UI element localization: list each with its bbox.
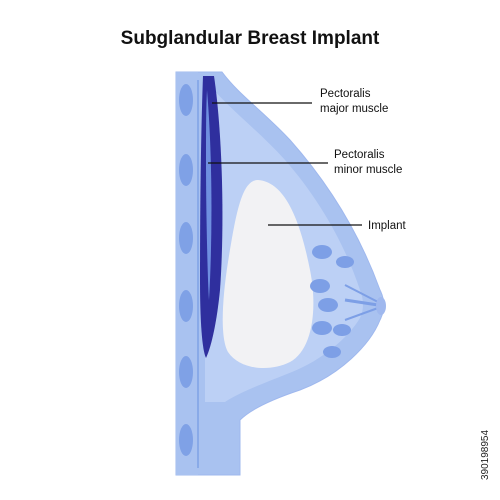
rib <box>179 84 193 116</box>
gland-duct <box>344 284 379 303</box>
gland-lobe <box>333 324 351 336</box>
mammary-glands <box>310 245 379 358</box>
implant-label: Implant <box>368 220 407 232</box>
pectoralis-minor-label-line1: Pectoralis <box>334 149 385 161</box>
pectoralis-minor-label-line2: minor muscle <box>334 164 402 176</box>
gland-lobe <box>323 346 341 358</box>
gland-lobe <box>312 321 332 335</box>
stock-id: 390198954 <box>480 429 491 480</box>
pectoralis-major-label-line1: Pectoralis <box>320 88 371 100</box>
gland-lobe <box>318 298 338 312</box>
rib <box>179 222 193 254</box>
diagram-title: Subglandular Breast Implant <box>120 28 380 49</box>
gland-duct <box>344 298 379 307</box>
nipple <box>376 297 386 315</box>
rib <box>179 424 193 456</box>
rib <box>179 356 193 388</box>
chest-wall <box>176 72 198 475</box>
implant-shape <box>222 180 314 368</box>
pectoralis-major-label-line2: major muscle <box>320 103 388 115</box>
gland-lobe <box>312 245 332 259</box>
rib <box>179 290 193 322</box>
rib <box>179 154 193 186</box>
gland-lobe <box>336 256 354 268</box>
gland-lobe <box>310 279 330 293</box>
pectoralis-minor-muscle <box>206 90 212 300</box>
gland-duct <box>344 307 379 321</box>
